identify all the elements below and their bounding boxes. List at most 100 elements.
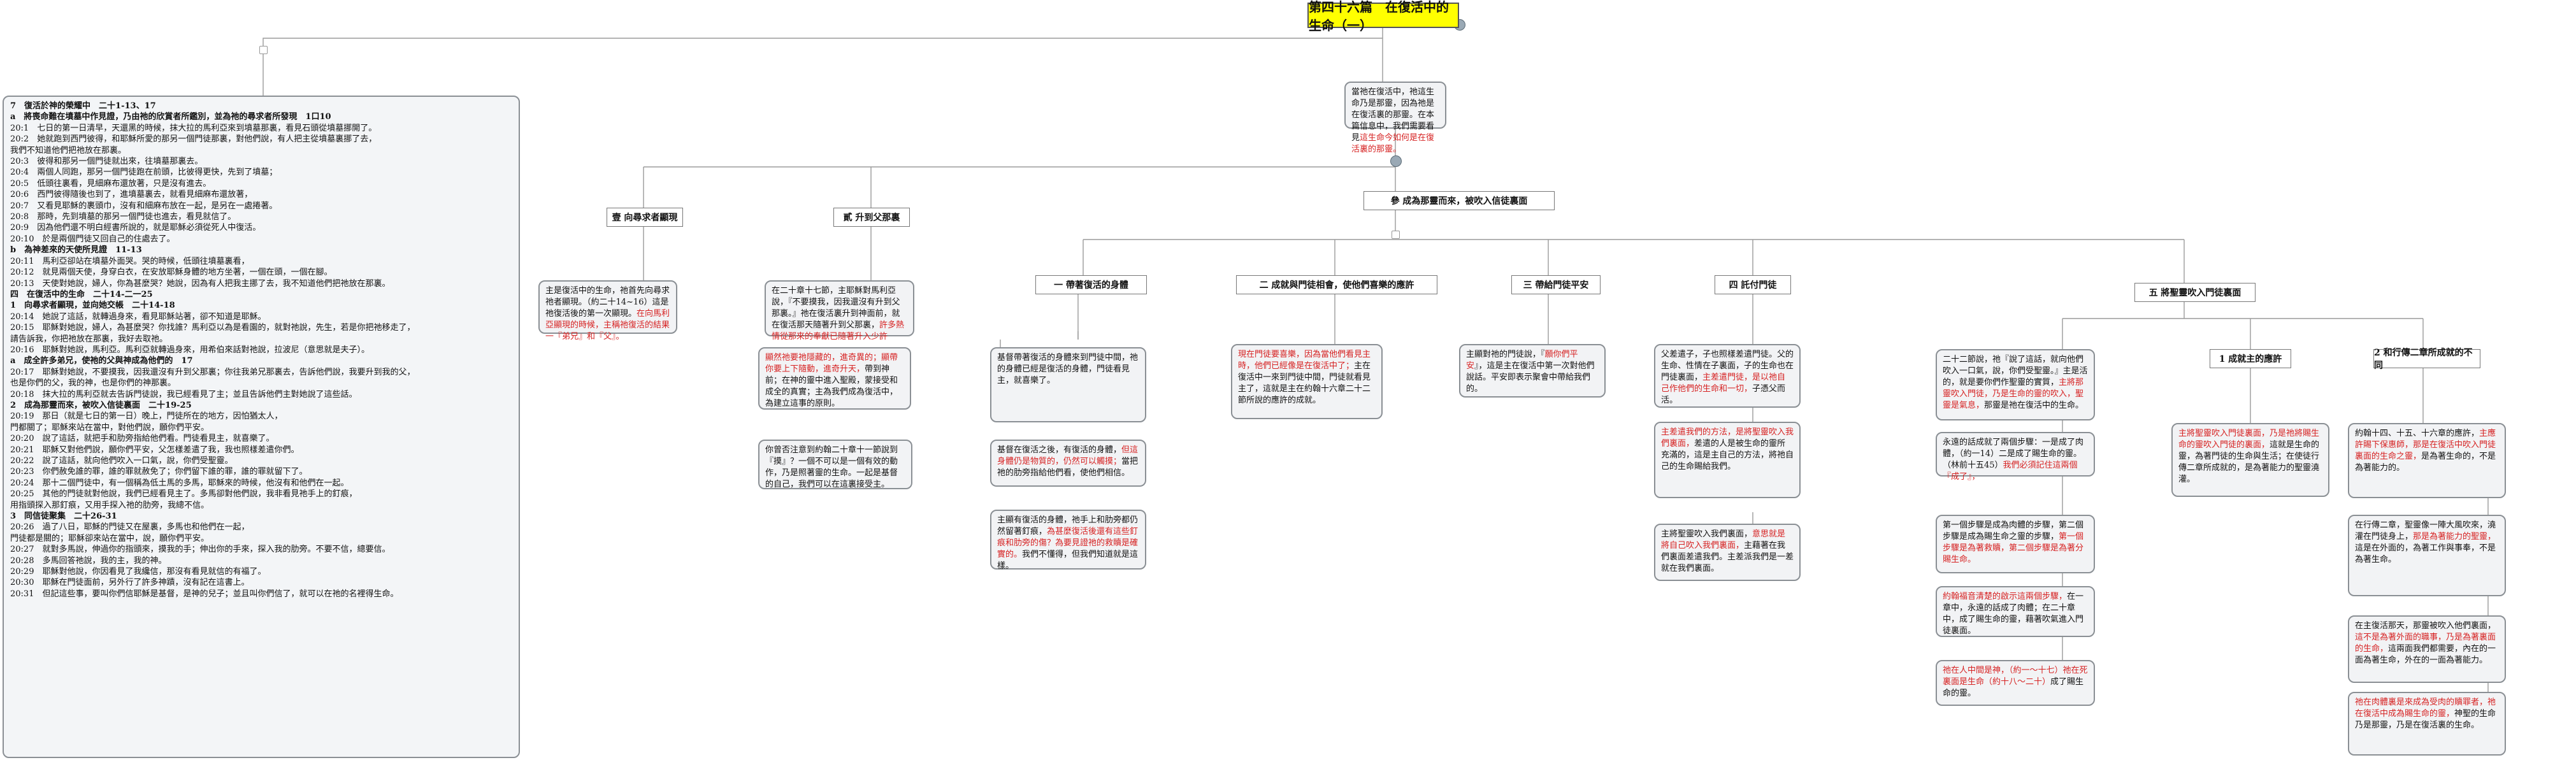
note-differ-c-text: 在行傳二章，聖靈像一陣大風吹來，澆灌在門徒身上，: [2355, 520, 2496, 541]
note-differ-a-text: 這就是生命的靈，為著門徒的生命與生活；在使徒行傳二章所成就的，是為著能力的聖靈澆…: [2178, 440, 2320, 484]
collapse-toggle-h3[interactable]: [1392, 231, 1400, 239]
heading-3-5-2-differ[interactable]: 2 和行傳二章所成就的不同: [2373, 348, 2480, 371]
verse-line: 我們不知道他們把祂放在那裏。: [10, 145, 127, 155]
heading-1-appear[interactable]: 壹 向尋求者顯現: [607, 208, 683, 227]
note-differ-b-text: 約翰十四、十五、十六章的應許，: [2355, 429, 2480, 438]
note-body-e-text: 主顯有復活的身體，祂手上和肋旁都仍然留著釘痕，: [997, 515, 1139, 536]
note-appear: 主是復活中的生命，祂首先向尋求祂者顯現。（約二十14~16）這是祂復活後的第一次…: [538, 280, 677, 341]
note-body-a: 顯然祂要祂隱藏的，進奇異的；顯帶你要上下隨動，進奇升天，帶到神前；在神的靈中進入…: [758, 347, 911, 410]
note-commission-c-red: 意思就是將自己吹入我們裏面，: [1661, 529, 1786, 550]
note-differ-b-text2: 是為著生命的，不是為著能力的。: [2355, 452, 2496, 473]
verse-line: 門都關了；耶穌來站在當中，對他們說，願你們平安。: [10, 422, 210, 433]
note-differ-a: 主將聖靈吹入門徒裏面，乃是祂將賜生命的靈吹入門徒的裏面，這就是生命的靈，為著門徒…: [2171, 423, 2329, 497]
verse-line: 20:4 兩個人同跑，那另一個門徒跑在前頭，比彼得更快，先到了墳墓；: [10, 168, 278, 178]
verse-line: 20:27 就對多馬說，伸過你的指頭來，摸我的手；伸出你的手來，探入我的肋旁。不…: [10, 545, 391, 555]
collapse-toggle-left[interactable]: [259, 46, 268, 54]
note-fulfil-c-red: 第一個步驟是為著救贖，第二個步驟是為著分賜生命。: [1943, 532, 2084, 564]
note-peace-red: 願你們平安: [1466, 350, 1578, 371]
outline-heading-line: a 成全許多弟兄，使祂的父與神成為他們的 17: [10, 356, 193, 366]
note-differ-d-text2: 這兩面我們都需要，內在的一面為著生命，外在的一面為著能力。: [2355, 644, 2496, 665]
heading-3-4-commission[interactable]: 四 託付門徒: [1715, 275, 1791, 294]
note-body-c-text: 你曾否注意到約翰二十章十一節說到『摸』？一個不可以是一個有效的動作，乃是照著靈的…: [765, 445, 898, 489]
verse-line: 20:23 你們赦免誰的罪，誰的罪就赦免了；你們留下誰的罪，誰的罪就留下了。: [10, 467, 308, 477]
note-fulfil-a-red: 主將那靈吹入門徒，乃是生命的靈的吹入，聖靈是氣息，: [1943, 378, 2084, 410]
intro-note: 當祂在復活中，祂這生命乃是那靈，因為祂是在復活裏的那靈。在本篇信息中，我們需要看…: [1344, 82, 1446, 154]
note-commission-b: 主差遣我們的方法，是將聖靈吹入我們裏面，差遣的人是被生命的靈所充滿的，這是主自己…: [1654, 422, 1801, 498]
note-body-e: 主顯有復活的身體，祂手上和肋旁都仍然留著釘痕，為甚麼復活後還有這些釘痕和肋旁的傷…: [990, 510, 1146, 571]
note-promise: 現在門徒要喜樂，因為當他們看見主時，他們已經像是在復活中了；主在復活中一來到門徒…: [1231, 344, 1383, 419]
note-body-c: 你曾否注意到約翰二十章十一節說到『摸』？一個不可以是一個有效的動作，乃是照著靈的…: [758, 440, 912, 489]
note-fulfil-a: 二十二節說，祂『說了這話，就向他們吹入一口氣，說，你們受聖靈。』主是活的，就是要…: [1936, 349, 2095, 420]
heading-3-2-promise[interactable]: 二 成就與門徒相會，使他們喜樂的應許: [1236, 275, 1437, 294]
heading-2-ascend[interactable]: 貳 升到父那裏: [833, 208, 910, 227]
heading-3-1-body[interactable]: 一 帶著復活的身體: [1035, 275, 1147, 294]
note-fulfil-b-text: 永遠的話成就了兩個步驟：一是成了肉體，（約一14）二是成了賜生命的靈。（林前十五…: [1943, 438, 2084, 470]
verse-line: 20:20 說了這話，就把手和肋旁指給他們看。門徒看見主，就喜樂了。: [10, 434, 275, 444]
note-body-a-red: 顯然祂要祂隱藏的，進奇異的；顯帶你要上下隨動，進奇升天，: [765, 353, 898, 374]
note-differ-d-red: 這不是為著外面的職事，乃是為著裏面的生命，: [2355, 633, 2496, 654]
note-commission-c-text: 主將聖靈吹入我們裏面，: [1661, 529, 1753, 539]
note-fulfil-a-text: 二十二節說，祂『說了這話，就向他們吹入一口氣，說，你們受聖靈。』主是活的，就是要…: [1943, 355, 2088, 387]
verse-line: 20:19 那日（就是七日的第一日）晚上，門徒所在的地方，因怕猶太人，: [10, 412, 283, 422]
verse-line: 20:13 天使對她說，婦人，你為甚麼哭？她說，因為有人把我主挪了去，我不知道他…: [10, 278, 391, 289]
note-fulfil-c: 第一個步驟是成為肉體的步驟，第二個步驟是成為賜生命之靈的步驟，第一個步驟是為著救…: [1936, 515, 2095, 573]
verse-line: 20:18 抹大拉的馬利亞就去告訴門徒說，我已經看見了主；並且告訴他們主對她說了…: [10, 389, 357, 399]
note-body-d-red: 但這身體仍是物質的，仍然可以觸摸；: [997, 445, 1139, 466]
note-differ-a-red: 主將聖靈吹入門徒裏面，乃是祂將賜生命的靈吹入門徒的裏面，: [2178, 429, 2320, 450]
note-body-e-red: 為甚麼復活後還有這些釘痕和肋旁的傷？為要見證祂的救贖是確實的。: [997, 527, 1139, 559]
note-promise-text: 主在復活中一來到門徒中間，門徒就看見主了，這就是主在約翰十六章二十二節所說的應許…: [1238, 361, 1371, 405]
note-differ-c-red: 那是為著能力的聖靈，: [2413, 532, 2496, 541]
note-fulfil-e-text: 成了賜生命的靈。: [1943, 677, 2084, 698]
verse-line: 20:6 西門彼得隨後也到了，進墳墓裏去，就看見細麻布還放著，: [10, 190, 253, 200]
note-fulfil-a-text2: 那靈是祂在復活中的生命。: [1984, 401, 2084, 410]
outline-heading-line: 四 在復活中的生命 二十14-二一25: [10, 289, 153, 299]
verse-line: 20:11 馬利亞卻站在墳墓外面哭。哭的時候，低頭往墳墓裏看，: [10, 256, 250, 266]
note-body-d-text2: 當把祂的肋旁指給他們看，使他們相信。: [997, 457, 1139, 478]
verse-line: 20:21 耶穌又對他們說，願你們平安，父怎樣差遣了我，我也照樣差遣你們。: [10, 445, 299, 455]
heading-3-spirit[interactable]: 參 成為那靈而來，被吹入信徒裏面: [1364, 191, 1555, 210]
note-differ-e-text: 神聖的生命乃是那靈，乃是在復活裏的生命。: [2355, 709, 2496, 730]
verse-line: 20:17 耶穌對她說，不要摸我，因我還沒有升到父那裏；你往我弟兄那裏去，告訴他…: [10, 367, 415, 377]
verse-line: 20:10 於是兩個門徒又回自己的住處去了。: [10, 234, 175, 244]
note-ascend-red: 許多熱情從那來的奉獻已隨著升入少許: [772, 320, 905, 341]
outline-heading-line: 7 復活於神的榮耀中 二十1-13、17: [10, 101, 156, 111]
note-peace-text2: 』，這是主在復活中第一次對他們說話。平安即表示聚會中帶給我們的。: [1466, 361, 1595, 394]
outline-heading-line: 3 同信徒聚集 二十26-31: [10, 512, 117, 522]
note-ascend: 在二十章十七節，主耶穌對馬利亞說，『不要摸我，因我還沒有升到父那裏。』祂在復活裏…: [765, 280, 914, 341]
heading-3-3-peace[interactable]: 三 帶給門徒平安: [1511, 275, 1601, 294]
heading-3-5-1-fulfil[interactable]: 1 成就主的應許: [2210, 349, 2291, 368]
note-fulfil-e: 祂在人中間是神，（約一～十七）祂在死裏面是生命（約十八～二十）成了賜生命的靈。: [1936, 660, 2095, 706]
outline-heading-line: b 為神差來的天使所見證 11-13: [10, 245, 142, 255]
verse-line: 20:31 但記這些事，要叫你們信耶穌是基督，是神的兒子；並且叫你們信了，就可以…: [10, 589, 399, 599]
note-body-a-text: 帶到神前；在神的靈中進入聖殿，蒙接受和成全的真實；主為我們成為復活中，為建立這事…: [765, 364, 898, 408]
verse-line: 20:2 她就跑到西門彼得，和耶穌所愛的那另一個門徒那裏，對他們說，有人把主從墳…: [10, 134, 377, 145]
intro-text: 當祂在復活中，祂這生命乃是那靈，因為祂是在復活裏的那靈。在本篇信息中，我們需要看…: [1351, 87, 1435, 143]
note-commission-a-text2: 子憑父而活。: [1661, 384, 1786, 405]
map-title[interactable]: 第四十六篇 在復活中的生命（一）: [1307, 0, 1459, 33]
note-fulfil-b: 永遠的話成就了兩個步驟：一是成了肉體，（約一14）二是成了賜生命的靈。（林前十五…: [1936, 432, 2095, 482]
note-ascend-text: 在二十章十七節，主耶穌對馬利亞說，『不要摸我，因我還沒有升到父那裏。』祂在復活裏…: [772, 286, 900, 330]
verse-line: 20:1 七日的第一日清早，天還黑的時候，抹大拉的馬利亞來到墳墓那裏，看見石頭從…: [10, 123, 377, 133]
note-commission-b-text: 差遣的人是被生命的靈所充滿的，這是主自己的方法，將祂自己的生命賜給我們。: [1661, 439, 1794, 471]
note-differ-b-red: 主應許賜下保惠師，那是在復活中吹入門徒裏面的生命之靈，: [2355, 429, 2496, 461]
note-commission-a-red: 主差遣門徒，是以祂自己作他們的生命和一切，: [1661, 373, 1786, 394]
note-differ-e-red: 祂在肉體裏是來成為受肉的贖罪者，祂在復活中成為賜生命的靈，: [2355, 698, 2496, 719]
verse-line: 20:25 其他的門徒就對他說，我們已經看見主了。多馬卻對他們說，我非看見祂手上…: [10, 489, 357, 499]
outline-heading-line: a 將喪命難在墳墓中作見證，乃由祂的欣賞者所鑑別，並為祂的尋求者所發現 1口10: [10, 112, 331, 122]
note-fulfil-d: 約翰福音清楚的啟示這兩個步驟，在一章中，永遠的話成了肉體；在二十章中，成了賜生命…: [1936, 586, 2095, 637]
outline-heading-line: 1 向尋求者顯現，並向她交帳 二十14-18: [10, 301, 175, 311]
note-commission-c: 主將聖靈吹入我們裏面，意思就是將自己吹入我們裏面，主藉著在我們裏面差遣我們。主差…: [1654, 524, 1801, 581]
note-body-d-text: 基督在復活之後，有復活的身體，: [997, 445, 1122, 455]
note-fulfil-e-red: 祂在人中間是神，（約一～十七）祂在死裏面是生命（約十八～二十）: [1943, 666, 2088, 687]
outline-heading-line: 2 成為那靈而來，被吹入信徒裏面 二十19-25: [10, 400, 192, 410]
note-appear-red: 在向馬利亞顯現的時候，主稱祂復活的結果一『弟兄』和『父』。: [545, 309, 670, 341]
verse-line: 20:12 就見兩個天使，身穿白衣，在安放耶穌身體的地方坐著，一個在頭，一個在腳…: [10, 268, 333, 278]
note-body-b: 基督帶著復活的身體來到門徒中間，祂的身體已經是復活的身體，門徒看見主，就喜樂了。: [990, 347, 1146, 422]
note-differ-d: 在主復活那天，那靈被吹入他們裏面，這不是為著外面的職事，乃是為著裏面的生命，這兩…: [2348, 615, 2506, 683]
verse-line: 20:15 耶穌對她說，婦人，為甚麼哭？你找誰？馬利亞以為是看園的，就對祂說，先…: [10, 323, 415, 333]
note-peace-text: 主顯對祂的門徒說，『: [1466, 350, 1545, 359]
hub-dot-intro: [1390, 155, 1402, 167]
heading-3-5-breathe[interactable]: 五 將聖靈吹入門徒裏面: [2134, 283, 2256, 302]
